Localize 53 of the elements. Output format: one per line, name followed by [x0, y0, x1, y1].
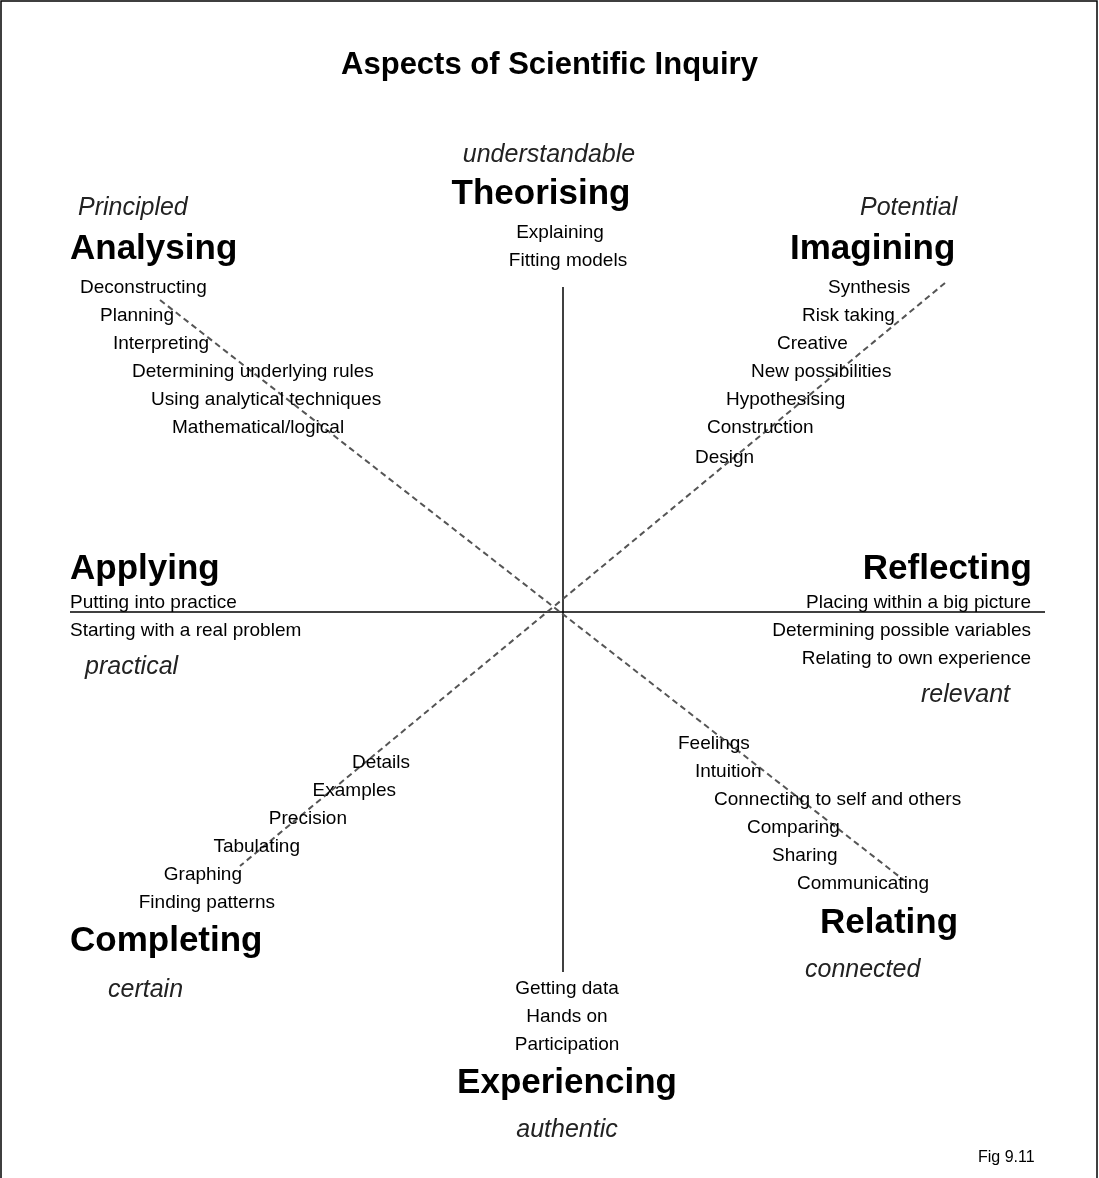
activity-text: Examples — [312, 780, 396, 801]
aspect-heading: Theorising — [451, 173, 631, 212]
diagram-title: Aspects of Scientific Inquiry — [341, 46, 758, 82]
quality-word: Potential — [860, 193, 958, 221]
activity-text: Details — [351, 752, 410, 773]
activity-text: Putting into practice — [70, 592, 237, 613]
activity-text: Intuition — [695, 761, 762, 782]
figure-number: Fig 9.11 — [978, 1148, 1035, 1166]
aspect-heading: Completing — [70, 920, 263, 959]
activity-text: Fitting models — [508, 250, 628, 271]
activity-text: Explaining — [516, 222, 604, 243]
activity-text: Interpreting — [113, 333, 210, 354]
activity-text: Connecting to self and others — [714, 789, 962, 810]
activity-text: New possibilities — [751, 361, 892, 382]
quality-word: relevant — [921, 680, 1010, 708]
activity-text: Comparing — [747, 817, 840, 838]
quality-word: practical — [85, 652, 179, 680]
quality-word: authentic — [516, 1115, 618, 1143]
activity-text: Placing within a big picture — [806, 592, 1031, 613]
activity-text: Construction — [707, 417, 814, 438]
aspect-heading: Analysing — [70, 228, 238, 267]
activity-text: Sharing — [772, 845, 838, 866]
activity-text: Hypothesising — [726, 389, 846, 410]
quality-word: Principled — [78, 193, 188, 221]
aspect-heading: Applying — [70, 548, 220, 587]
activity-text: Design — [695, 447, 755, 468]
quality-word: understandable — [462, 140, 636, 168]
activity-text: Starting with a real problem — [70, 620, 302, 641]
activity-text: Relating to own experience — [801, 648, 1031, 669]
activity-text: Hands on — [526, 1006, 608, 1027]
activity-text: Feelings — [678, 733, 750, 754]
activity-text: Tabulating — [213, 836, 300, 857]
aspect-heading: Imagining — [790, 228, 956, 267]
activity-text: Determining possible variables — [772, 620, 1031, 641]
activity-text: Communicating — [797, 873, 929, 894]
aspect-heading: Reflecting — [862, 548, 1032, 587]
activity-text: Getting data — [515, 978, 619, 999]
activity-text: Creative — [777, 333, 848, 354]
activity-text: Mathematical/logical — [172, 417, 345, 438]
activity-text: Synthesis — [828, 277, 911, 298]
activity-text: Participation — [514, 1034, 620, 1055]
activity-text: Graphing — [163, 864, 242, 885]
activity-text: Determining underlying rules — [132, 361, 374, 382]
quality-word: connected — [805, 955, 921, 983]
activity-text: Deconstructing — [80, 277, 207, 298]
activity-text: Using analytical techniques — [151, 389, 382, 410]
aspect-heading: Relating — [820, 902, 959, 941]
activity-text: Finding patterns — [138, 892, 275, 913]
aspect-heading: Experiencing — [457, 1062, 677, 1101]
activity-text: Planning — [100, 305, 174, 326]
activity-text: Risk taking — [802, 305, 895, 326]
activity-text: Precision — [268, 808, 347, 829]
quality-word: certain — [108, 975, 184, 1003]
